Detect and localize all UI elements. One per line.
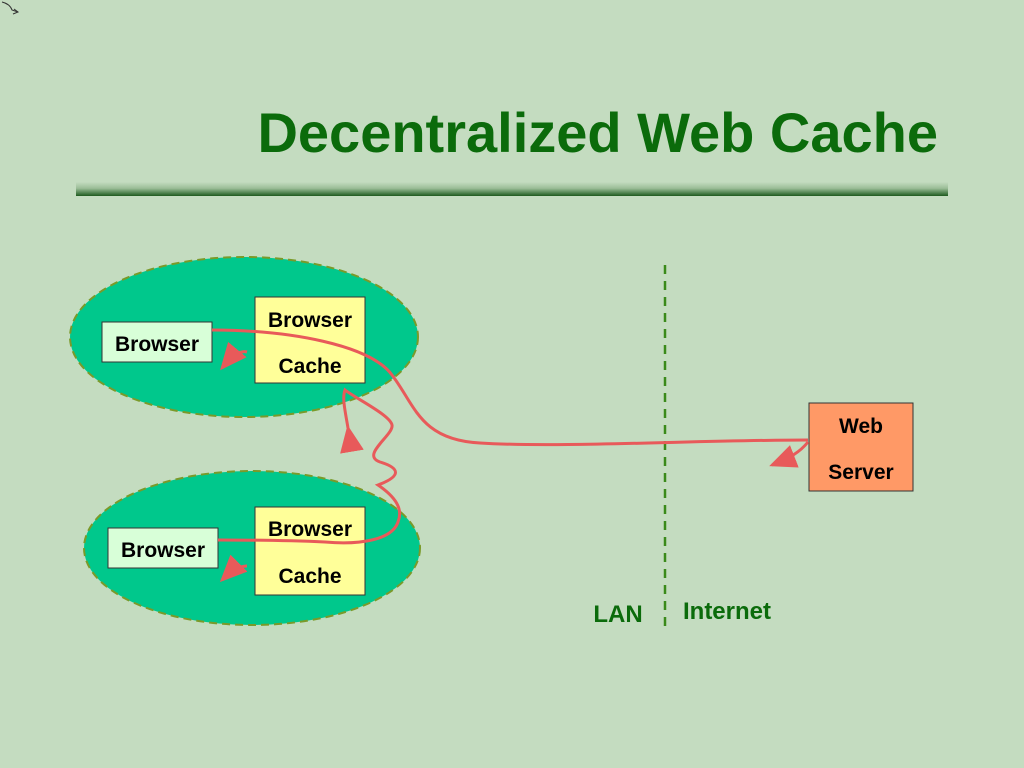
browser-node-1-label: Browser (115, 333, 199, 356)
arrow-cache-peer-link (217, 387, 402, 545)
browser-node-2: Browser (107, 527, 219, 569)
web-server-label-line2: Server (828, 461, 893, 484)
browser-node-2-label: Browser (121, 539, 205, 562)
cache-node-1-label-line1: Browser (268, 309, 352, 332)
browser-node-1: Browser (101, 321, 213, 363)
arrow-browser1-to-web-server (211, 328, 809, 447)
lan-label: LAN (593, 601, 642, 628)
arrow-cache2-to-browser2 (219, 554, 248, 583)
internet-label: Internet (683, 598, 771, 625)
cache-node-2: Browser Cache (254, 506, 366, 596)
web-server-node: Web Server (808, 402, 914, 492)
arrow-cache1-to-browser1 (220, 341, 248, 371)
cache-node-2-label-line1: Browser (268, 518, 352, 541)
title-underline (76, 182, 948, 196)
cache-node-1-label-line2: Cache (278, 355, 341, 378)
web-server-label-line1: Web (839, 415, 883, 438)
slide-title: Decentralized Web Cache (257, 101, 938, 164)
arrow-web-server-return (769, 441, 810, 468)
cache-node-2-label-line2: Cache (278, 565, 341, 588)
corner-curl-icon (1, 1, 20, 15)
